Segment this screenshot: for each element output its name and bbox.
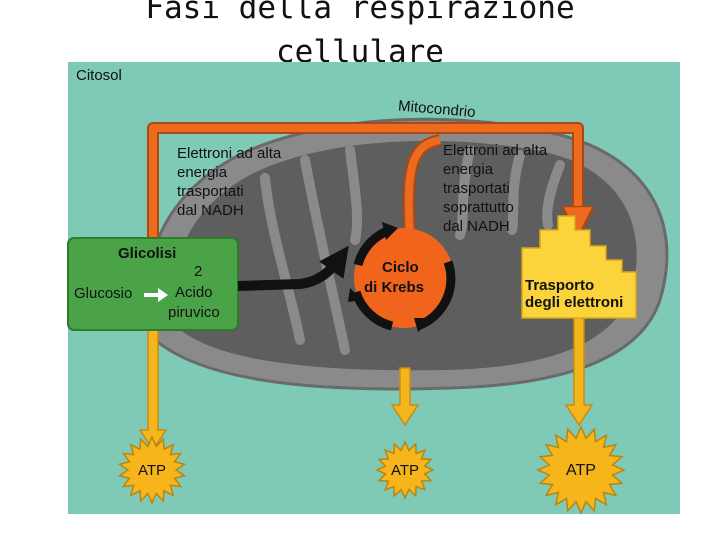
svg-text:Acido: Acido	[175, 284, 213, 301]
cytosol-label: Citosol	[76, 67, 122, 84]
svg-text:energia: energia	[177, 164, 228, 181]
svg-text:Trasporto: Trasporto	[525, 277, 594, 294]
svg-text:dal NADH: dal NADH	[443, 218, 510, 235]
svg-text:soprattutto: soprattutto	[443, 199, 514, 216]
svg-text:degli elettroni: degli elettroni	[525, 294, 623, 311]
svg-text:di Krebs: di Krebs	[364, 279, 424, 296]
title-line-1: Fasi della respirazione	[145, 0, 575, 26]
svg-text:dal NADH: dal NADH	[177, 202, 244, 219]
svg-text:ATP: ATP	[138, 462, 166, 479]
pyruvate-arrow	[237, 245, 349, 291]
svg-text:2: 2	[194, 263, 202, 280]
atp-burst-3: ATP	[536, 425, 626, 515]
mitochondrion-label: Mitocondrio	[397, 97, 476, 121]
atp-burst-1: ATP	[117, 435, 187, 505]
atp-arrows	[138, 314, 594, 452]
atp-burst-2: ATP	[375, 440, 435, 500]
svg-text:ATP: ATP	[566, 462, 596, 479]
svg-text:ATP: ATP	[391, 462, 419, 479]
glycolysis-input: Glucosio	[74, 285, 132, 302]
svg-text:Elettroni ad alta: Elettroni ad alta	[177, 145, 282, 162]
electron-transport-chain: Trasporto degli elettroni	[521, 215, 637, 319]
electron-flow-arrows	[147, 122, 578, 238]
glycolysis-box: Glicolisi Glucosio 2 Acido piruvico	[67, 237, 239, 331]
glycolysis-arrow	[144, 288, 168, 302]
slide-title: Fasi della respirazione cellulare	[0, 0, 720, 74]
electrons-right-text: Elettroni ad alta energia trasportati so…	[443, 142, 548, 235]
glycolysis-title: Glicolisi	[118, 245, 176, 262]
svg-text:trasportati: trasportati	[443, 180, 510, 197]
krebs-cycle: Ciclo di Krebs	[348, 222, 456, 332]
svg-text:energia: energia	[443, 161, 494, 178]
svg-text:Elettroni ad alta: Elettroni ad alta	[443, 142, 548, 159]
svg-text:trasportati: trasportati	[177, 183, 244, 200]
electrons-left-text: Elettroni ad alta energia trasportati da…	[177, 145, 282, 219]
svg-text:Ciclo: Ciclo	[382, 259, 419, 276]
svg-text:piruvico: piruvico	[168, 304, 220, 321]
